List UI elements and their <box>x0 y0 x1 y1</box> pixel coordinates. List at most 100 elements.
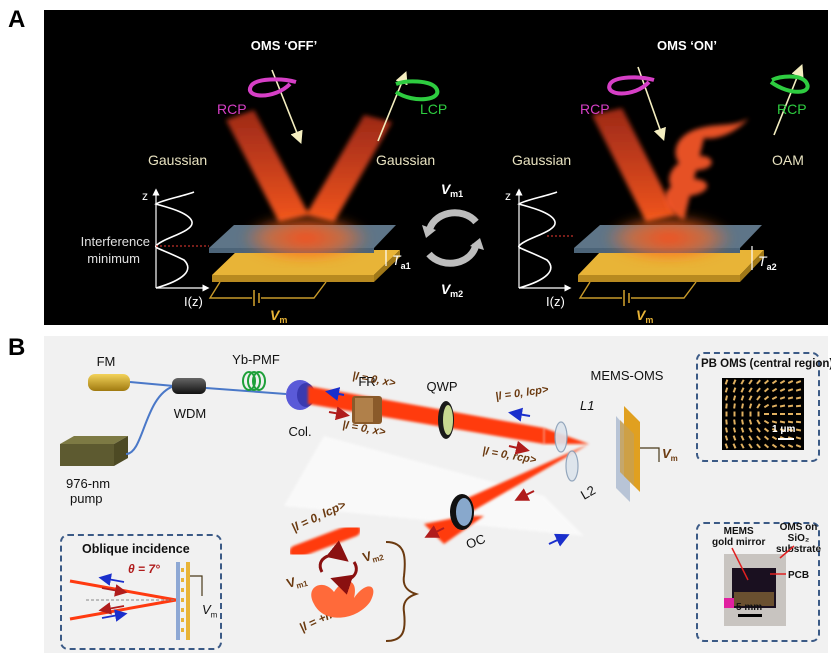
state-qwp-fwd: |l = 0, rcp> <box>481 445 537 466</box>
nanorod <box>732 435 737 441</box>
nanorod <box>787 388 794 392</box>
on-incident-beam-type: Gaussian <box>512 152 571 168</box>
oblique-beam-in <box>69 579 177 602</box>
nanorod <box>763 427 770 433</box>
oblique-substrate <box>176 562 180 640</box>
oblique-voltage: Vm <box>202 602 218 620</box>
nanorod <box>732 379 737 385</box>
arrow-back-l1 <box>508 407 531 422</box>
oc-label: OC <box>464 531 487 552</box>
on-reflected-pol: RCP <box>777 101 807 117</box>
fiber-pump <box>125 385 175 455</box>
device-photo <box>724 554 786 626</box>
panel-a-svg: OMS ‘OFF’ RCP LCP Gaussian Gaussian Ta1 … <box>81 38 810 325</box>
nanorod <box>724 387 729 393</box>
nanorod <box>772 413 777 415</box>
nanorod <box>740 387 745 393</box>
off-title: OMS ‘OFF’ <box>251 38 317 53</box>
nanorod <box>788 413 793 415</box>
panel-b: FM 976-nm pump WDM Yb-PMF Col. FR QWP L1… <box>44 336 831 653</box>
interference-label: Interference <box>81 234 150 249</box>
off-reflected-arrow <box>377 71 408 142</box>
nanorod <box>740 435 745 441</box>
nanorod <box>748 403 753 409</box>
panel-b-svg: FM 976-nm pump WDM Yb-PMF Col. FR QWP L1… <box>60 352 678 642</box>
nanorod <box>779 443 786 449</box>
arrow-output <box>424 525 445 538</box>
nanorod <box>756 443 761 449</box>
nanorod <box>763 419 770 425</box>
nanorod <box>771 404 778 408</box>
lens-l1-icon <box>554 421 568 453</box>
nanorod <box>725 419 728 425</box>
nanorod <box>787 444 794 448</box>
nanorod <box>748 419 753 425</box>
nanorod <box>779 396 786 400</box>
yb-pmf-coil-icon <box>242 371 266 391</box>
nanorod <box>732 427 737 433</box>
pb-oms-inset: PB OMS (central region) 1 μm <box>696 352 831 462</box>
on-iz-axis-label: I(z) <box>546 294 565 309</box>
oblique-title: Oblique incidence <box>82 542 190 556</box>
qwp-label: QWP <box>426 379 457 394</box>
off-reflected-pol: LCP <box>420 101 447 117</box>
nanorod <box>740 395 745 401</box>
wdm-icon <box>172 378 206 394</box>
output-gaussian-beam <box>289 523 361 559</box>
on-intensity-curve <box>517 191 558 289</box>
switch-arrow-bottom <box>426 243 480 267</box>
photo-scale-bar <box>738 614 762 617</box>
out-vm2-label: Vm2 <box>361 545 385 567</box>
nanorod <box>795 428 802 432</box>
nanorod <box>733 411 736 417</box>
oblique-angle: θ = 7° <box>128 562 160 576</box>
nanorod <box>779 388 786 392</box>
nanorod <box>763 403 770 409</box>
nanorod <box>795 380 802 384</box>
on-voltage-label: Vm <box>636 307 653 325</box>
off-voltage-label: Vm <box>270 307 287 325</box>
nanorod <box>795 436 802 440</box>
arrow-back-l2 <box>548 533 570 547</box>
on-z-axis-label: z <box>505 189 511 203</box>
nanorod <box>795 420 802 424</box>
mems-circuit <box>640 447 660 462</box>
nanorod <box>732 395 737 401</box>
nanorod <box>740 427 745 433</box>
nanorod <box>748 443 753 449</box>
nanorod <box>763 443 770 449</box>
switch-top-label: Vm1 <box>441 181 463 199</box>
pb-scale-bar <box>778 438 794 440</box>
out-vm1-label: Vm1 <box>285 571 309 593</box>
oblique-circuit <box>190 575 203 596</box>
fiber-label: Yb-PMF <box>232 352 280 367</box>
nanorod <box>779 379 786 385</box>
nanorod <box>740 379 745 385</box>
off-incident-beam-type: Gaussian <box>148 152 207 168</box>
nanorod <box>733 403 736 409</box>
pump-icon <box>60 444 114 466</box>
nanorod <box>779 404 786 408</box>
oblique-mirror <box>186 562 190 640</box>
off-z-axis-label: z <box>142 189 148 203</box>
switch-arrow-top <box>425 209 479 233</box>
nanorod <box>756 395 761 401</box>
off-rcp-rotation-icon <box>247 77 297 98</box>
nanorod <box>724 443 729 449</box>
photo-pointers <box>731 545 795 581</box>
nanorod <box>763 387 770 393</box>
panel-a: OMS ‘OFF’ RCP LCP Gaussian Gaussian Ta1 … <box>44 10 828 325</box>
nanorod <box>725 395 728 401</box>
on-reflected-beam-type: OAM <box>772 152 804 168</box>
switch-arrow-out-1 <box>318 540 349 573</box>
off-incident-beam <box>226 110 309 222</box>
fm-label: FM <box>97 354 116 369</box>
arrow-back-col <box>325 387 345 401</box>
on-rcp-out-rotation-icon <box>769 74 810 94</box>
nanorod <box>771 387 778 393</box>
nanorod <box>756 427 761 433</box>
nanorod <box>771 379 778 385</box>
nanorod <box>725 403 728 409</box>
interference-label-2: minimum <box>87 251 140 266</box>
